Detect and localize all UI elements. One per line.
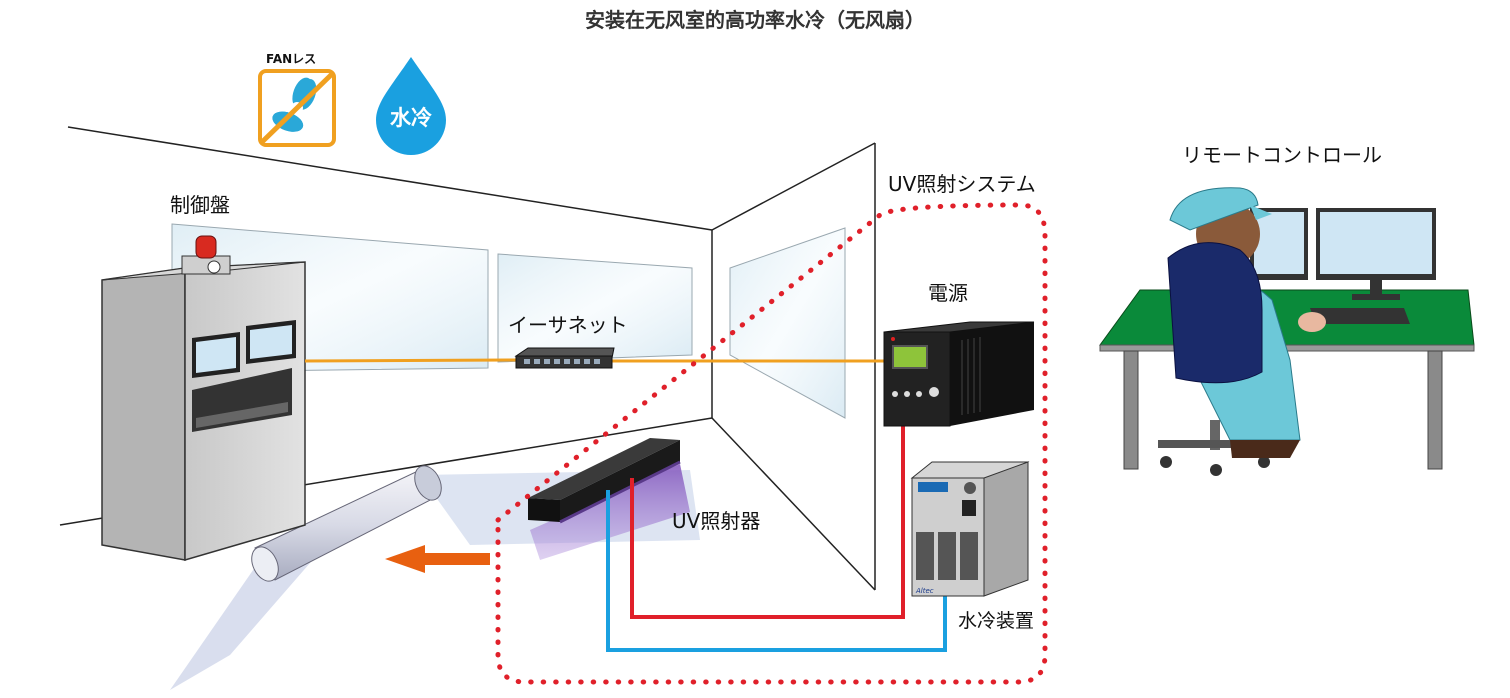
flow-direction-arrow	[385, 545, 490, 573]
power-supply-label: 電源	[928, 281, 968, 305]
water-cooler-label: 水冷装置	[958, 610, 1035, 632]
ethernet-label: イーサネット	[508, 313, 628, 337]
water-drop-icon	[376, 57, 446, 155]
control-panel-label: 制御盤	[170, 193, 230, 217]
uv-system-boundary	[495, 202, 1048, 685]
remote-operator-station	[1099, 187, 1475, 476]
room-walls	[59, 126, 876, 591]
ethernet-switch	[514, 347, 615, 369]
fanless-caption: FANレス	[266, 52, 317, 66]
fanless-badge	[258, 69, 336, 147]
water-cooling-label: 水冷	[390, 106, 432, 130]
remote-control-label: リモートコントロール	[1182, 143, 1382, 167]
water-cooling-badge	[376, 57, 446, 155]
water-chiller: Altec	[910, 461, 1030, 597]
material-pipe	[251, 465, 442, 582]
windows	[171, 223, 846, 419]
uv-system-label: UV照射システム	[888, 172, 1036, 196]
ethernet-cable	[304, 358, 890, 363]
power-supply	[883, 321, 1035, 427]
control-panel-cabinet	[101, 235, 306, 561]
uv-irradiator-label: UV照射器	[672, 509, 761, 533]
chiller-brand-text: Altec	[915, 587, 934, 595]
diagram-title: 安装在无风室的高功率水冷（无风扇）	[585, 8, 925, 32]
cooling-pipes	[606, 425, 947, 652]
